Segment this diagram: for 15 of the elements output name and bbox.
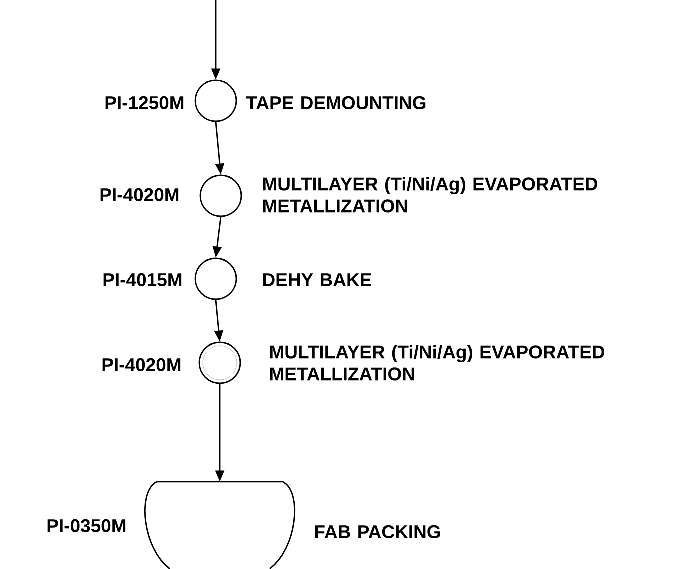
process-circle: [194, 258, 238, 300]
step-code: PI-0350M: [48, 519, 126, 533]
step-label: TAPE DEMOUNTING: [246, 96, 426, 110]
step-label: DEHY BAKE: [263, 274, 372, 286]
step-label: MULTILAYER (Ti/Ni/Ag) EVAPORATED METALLIZATION: [270, 345, 605, 381]
step-code: PI-4020M: [102, 358, 181, 372]
step-code: PI-4015M: [104, 273, 182, 287]
step-code: PI-4020M: [100, 188, 179, 202]
step-label: FAB PACKING: [315, 525, 440, 539]
packing-drum: [144, 481, 296, 569]
process-circle: [198, 342, 242, 384]
step-label: MULTILAYER (Ti/Ni/Ag) EVAPORATED METALLIZATION: [263, 177, 598, 213]
process-circle: [194, 80, 238, 122]
process-circle: [200, 174, 242, 218]
step-code: PI-1250M: [106, 96, 184, 110]
